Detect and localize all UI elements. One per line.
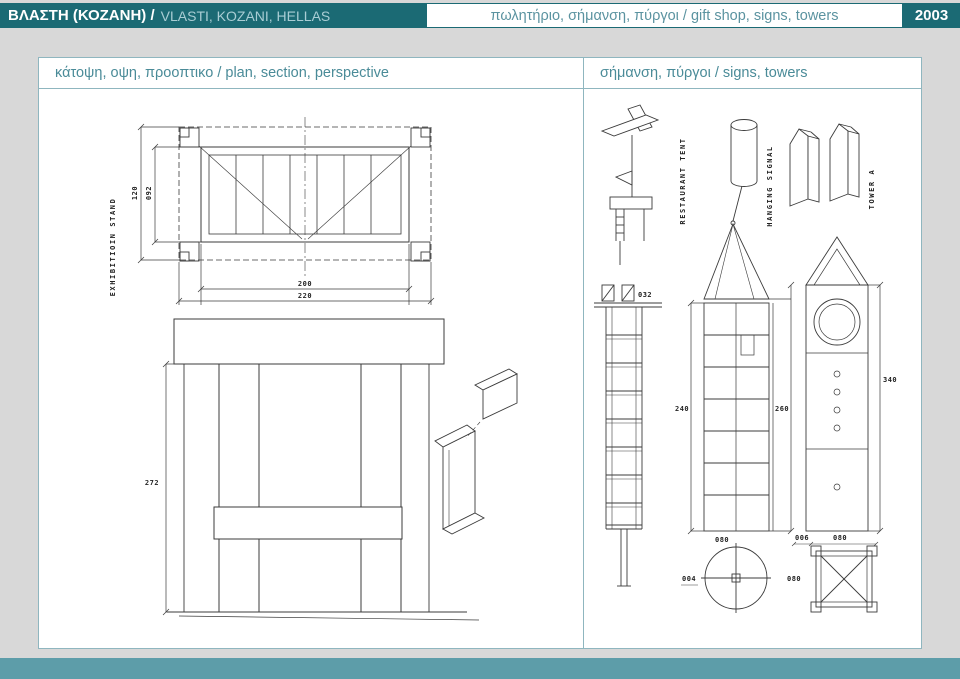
dim-240: 240 <box>675 405 689 413</box>
signs-towers-drawing: RESTAURANT TENT HANGING SIGNAL <box>594 104 897 613</box>
panel-plan-section-perspective: κάτοψη, οψη, προοπτικο / plan, section, … <box>39 58 584 648</box>
dim-080-square-top: 080 <box>833 534 847 542</box>
project-title-latin: VLASTI, KOZANI, HELLAS <box>160 7 331 24</box>
elevation-drawing <box>167 318 480 621</box>
ladder-tower-drawing <box>594 284 662 587</box>
mid-tower-drawing <box>703 222 774 532</box>
dim-004: 004 <box>682 575 696 583</box>
panel-signs-towers: σήμανση, πύργοι / signs, towers <box>584 58 922 648</box>
dim-032: 032 <box>638 291 652 299</box>
hanging-signal-label: HANGING SIGNAL <box>766 145 774 226</box>
exhibition-stand-label: EXHIBITIOIN STAND <box>109 198 117 297</box>
dim-260: 260 <box>775 405 789 413</box>
project-title-greek: ΒΛΑΣΤΗ (ΚΟΖΑΝΗ) / <box>8 7 155 24</box>
dim-220: 220 <box>298 292 312 300</box>
panel-left-title: κάτοψη, οψη, προοπτικο / plan, section, … <box>39 58 583 89</box>
plan-dimension-lines <box>137 123 435 305</box>
plan-section-perspective-drawing: 200 220 120 092 EXHIBITIOIN STAND <box>109 117 518 621</box>
circle-plan-drawing <box>701 543 771 613</box>
dim-120: 120 <box>131 186 139 200</box>
year-badge: 2003 <box>903 3 960 28</box>
joint-guide-lines <box>448 421 481 526</box>
sheet-subtitle: πωλητήριο, σήμανση, πύργοι / gift shop, … <box>490 7 839 24</box>
restaurant-tent-label: RESTAURANT TENT <box>679 137 687 224</box>
sheet-subtitle-box: πωλητήριο, σήμανση, πύργοι / gift shop, … <box>426 3 903 28</box>
dim-272: 272 <box>145 479 159 487</box>
panel-right-title: σήμανση, πύργοι / signs, towers <box>584 58 922 89</box>
right-tower-drawing <box>805 236 869 532</box>
dim-092: 092 <box>145 186 153 200</box>
tower-a-label: TOWER A <box>868 169 876 210</box>
footer-bar <box>0 658 960 679</box>
project-title: ΒΛΑΣΤΗ (ΚΟΖΑΝΗ) / VLASTI, KOZANI, HELLAS <box>0 3 426 28</box>
mid-tower-dimension-lines <box>687 281 795 535</box>
dim-200: 200 <box>298 280 312 288</box>
restaurant-tent-drawing <box>600 104 660 265</box>
right-tower-dimension-lines <box>868 281 884 535</box>
dim-080-square-side: 080 <box>787 575 801 583</box>
dim-080-circle: 080 <box>715 536 729 544</box>
square-plan-drawing <box>791 541 879 613</box>
plan-drawing <box>178 117 432 279</box>
joint-perspective-drawing <box>434 368 518 535</box>
header-bar: ΒΛΑΣΤΗ (ΚΟΖΑΝΗ) / VLASTI, KOZANI, HELLAS… <box>0 3 960 28</box>
dim-340: 340 <box>883 376 897 384</box>
elevation-dimension-lines <box>162 360 174 616</box>
drawing-sheet: κάτοψη, οψη, προοπτικο / plan, section, … <box>38 57 922 649</box>
hanging-signal-drawing <box>730 119 758 226</box>
dim-006: 006 <box>795 534 809 542</box>
tower-a-drawing <box>789 123 860 207</box>
